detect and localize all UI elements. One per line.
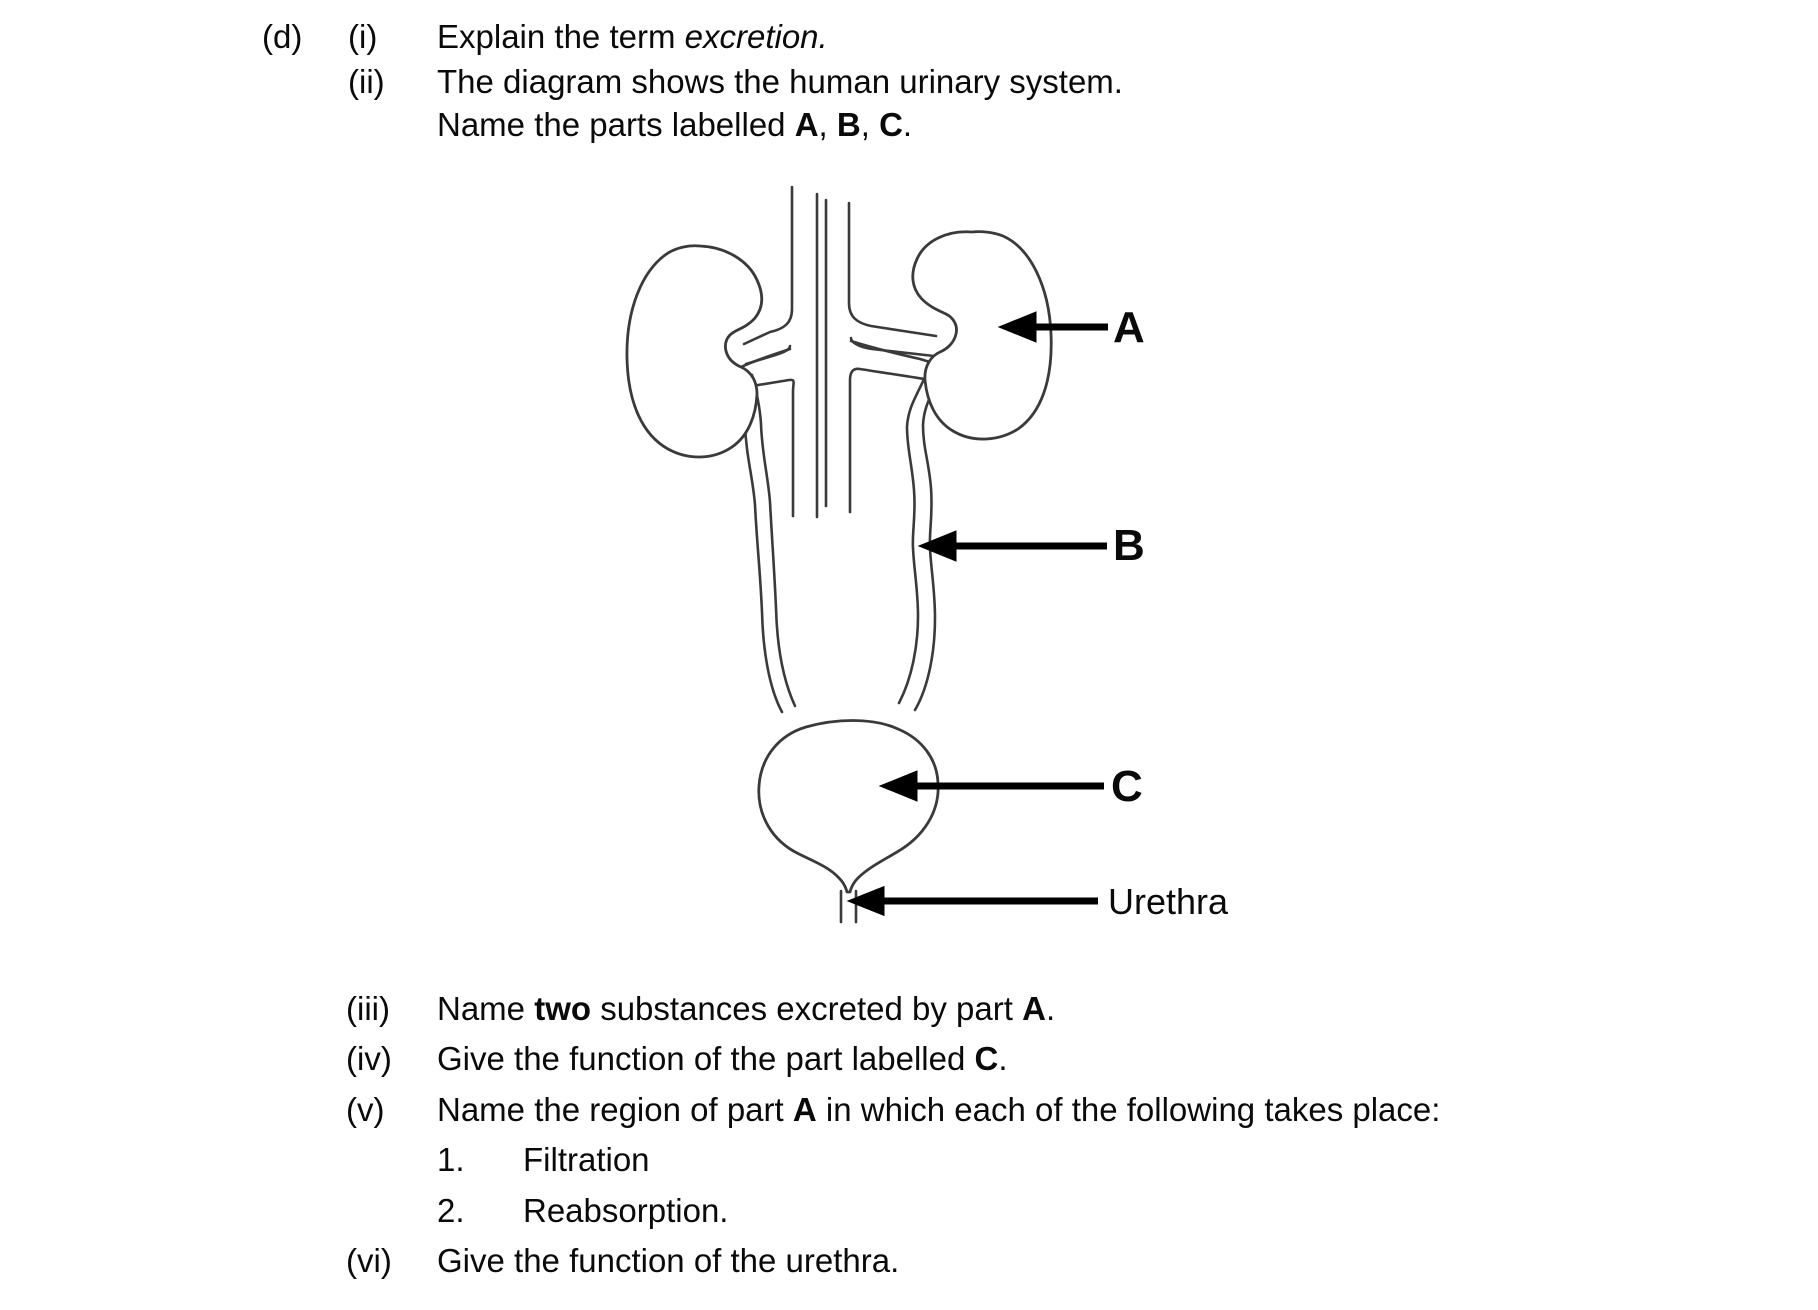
ureter-right-inner-line [897,375,927,705]
text-segment: , [818,106,837,143]
label-C: C [1111,762,1143,811]
label-A: A [1113,303,1145,352]
list-text-1: Filtration [523,1141,650,1178]
question-text-i: Explain the term excretion. [437,20,828,53]
question-text-ii: The diagram shows the human urinary syst… [437,63,1123,100]
kidney-right [911,230,1053,441]
text-segment: . [902,106,913,143]
numeral-iv: (iv) [346,1040,392,1077]
question-text-iii: Name two substances excreted by part A. [437,992,1055,1025]
text-segment: substances excreted by part [591,990,1023,1027]
bold-A: A [1022,990,1046,1027]
text-segment: , [860,106,880,143]
part-label: (d) [262,20,302,53]
text-segment: Name the parts labelled [437,106,795,143]
part-label-text: (d) [262,18,303,55]
bold-C: C [879,106,903,143]
arrow-a-head [997,311,1037,343]
list-number-2: 2. [437,1192,465,1229]
numeral-vi: (vi) [346,1242,392,1279]
text-segment: . [1045,990,1056,1027]
left-lower-branch-bottom-and-vena-cava-lower [738,378,795,518]
list-number-1: 1. [437,1141,465,1178]
text-segment: Explain the term [437,18,685,55]
label-urethra: Urethra [1108,881,1229,922]
bold-two: two [534,990,592,1027]
text-segment: Name the region of part [437,1091,793,1128]
right-lower-branch-top [849,339,935,365]
kidney-left [625,244,764,459]
bold-C: C [974,1040,999,1077]
list-text-2: Reabsorption. [523,1192,729,1229]
text-segment: . [998,1040,1008,1077]
vena-cava-left-edge-and-left-renal-branch-top [742,185,794,346]
bold-A: A [794,106,819,143]
urinary-system-diagram [625,185,1108,924]
text-segment: in which each of the following takes pla… [816,1091,1441,1128]
question-text-ii-cont: Name the parts labelled A, B, C. [437,108,912,141]
text-segment: Name [437,990,535,1027]
arrow-b-head [917,530,957,562]
question-text-iv: Give the function of the part labelled C… [437,1042,1008,1075]
text-segment: Give the function of the part labelled [437,1040,975,1077]
numeral-iii: (iii) [346,990,390,1027]
numeral-i: (i) [348,18,378,55]
urethra-tube [839,889,858,924]
question-text-v: Name the region of part A in which each … [437,1093,1440,1126]
ureter-left-inner-line [750,373,797,708]
label-B: B [1113,521,1145,570]
right-renal-branch-bottom [849,336,936,358]
bold-A: A [792,1091,817,1128]
arrow-urethra-head [846,885,885,917]
bladder [757,719,940,894]
arrow-c-head [878,770,918,802]
aorta-right-edge-and-right-renal-branch-top [847,201,938,338]
ureter-right-outer-line [913,369,943,712]
italic-term: excretion. [684,18,828,55]
numeral-v: (v) [346,1091,385,1128]
numeral-ii: (ii) [348,63,385,100]
right-lower-branch-bottom-and-aorta-lower [848,367,932,514]
bold-B: B [836,106,861,143]
question-text-vi: Give the function of the urethra. [437,1242,900,1279]
